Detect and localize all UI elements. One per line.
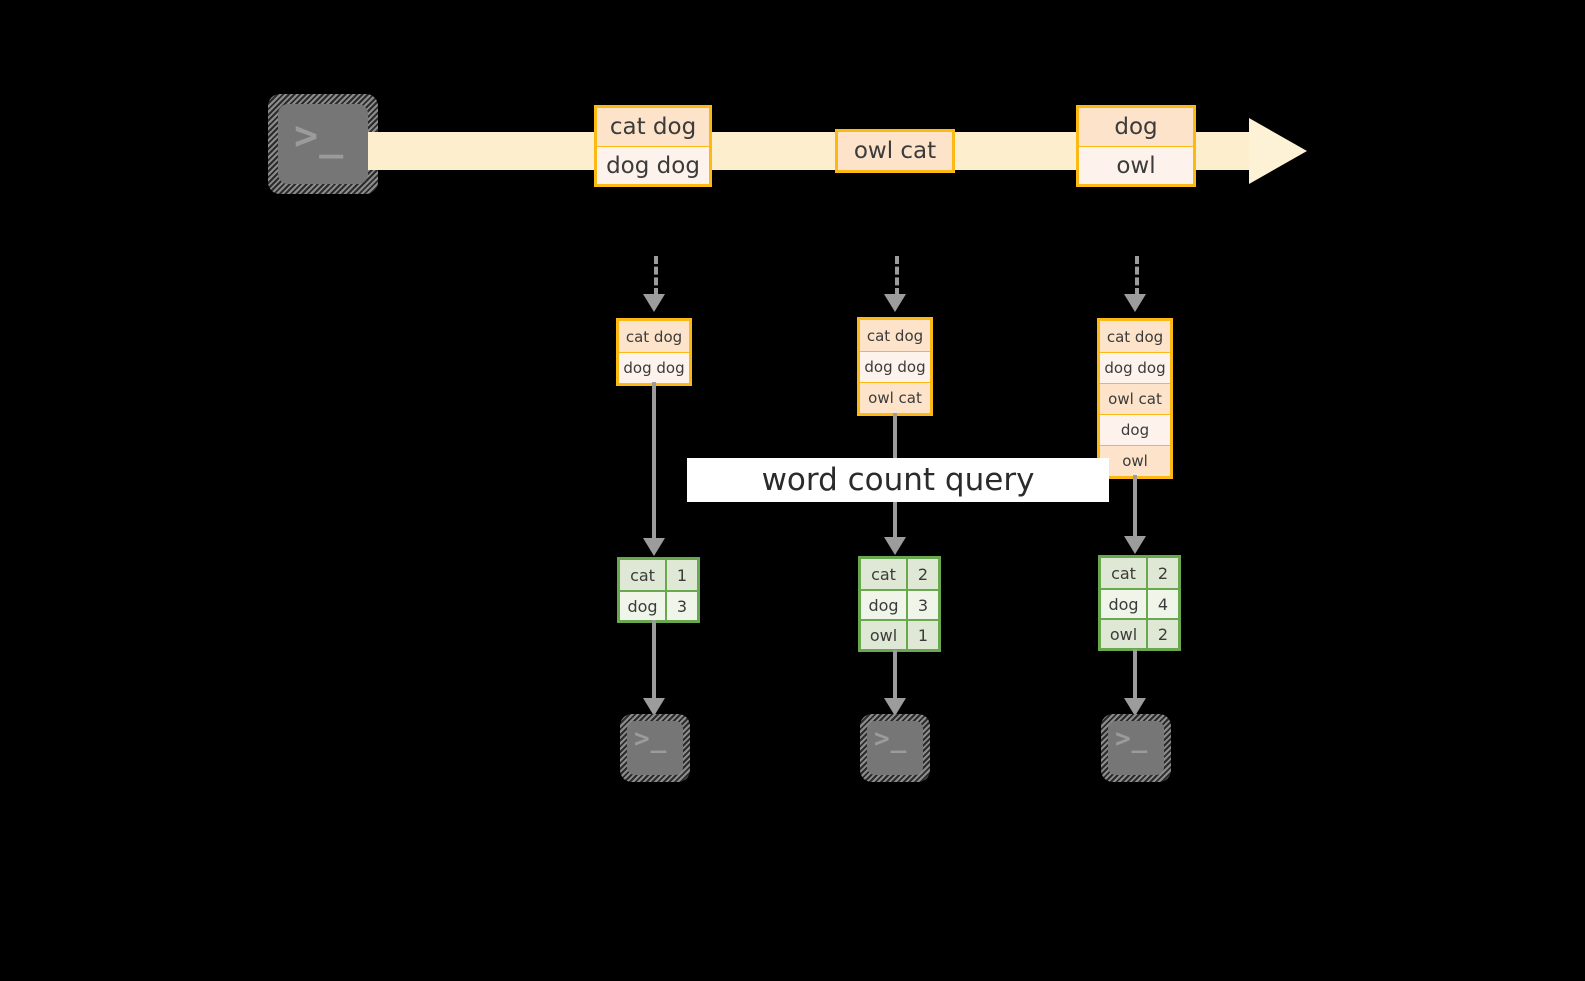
- count-cell: 3: [908, 591, 938, 619]
- state-line: cat dog: [1100, 321, 1170, 352]
- sink-terminal-icon-3[interactable]: >_: [1101, 714, 1171, 782]
- stream-arrowhead-icon: [1249, 118, 1307, 184]
- word-cell: dog: [861, 591, 908, 619]
- count-cell: 4: [1148, 590, 1178, 618]
- result-table-3[interactable]: cat 2 dog 4 owl 2: [1098, 555, 1181, 651]
- state-line: owl cat: [860, 382, 930, 413]
- count-cell: 1: [908, 621, 938, 649]
- table-row: owl 1: [861, 619, 938, 649]
- terminal-screen: [627, 721, 683, 775]
- table-row: cat 1: [620, 560, 697, 590]
- query-arrowhead-3: [1124, 536, 1146, 554]
- query-label: word count query: [761, 462, 1035, 498]
- table-row: owl 2: [1101, 618, 1178, 648]
- stream-batch-1[interactable]: cat dog dog dog: [594, 105, 712, 187]
- state-line: dog dog: [860, 351, 930, 382]
- result-table-1[interactable]: cat 1 dog 3: [617, 557, 700, 623]
- terminal-screen: [278, 104, 368, 184]
- sink-arrowhead-2: [884, 698, 906, 716]
- count-cell: 2: [1148, 620, 1178, 648]
- sink-terminal-icon-1[interactable]: >_: [620, 714, 690, 782]
- terminal-prompt-glyph: >_: [634, 724, 668, 754]
- stream-batch-line: owl cat: [838, 132, 952, 170]
- word-cell: owl: [861, 621, 908, 649]
- terminal-screen: [1108, 721, 1164, 775]
- word-cell: cat: [620, 560, 667, 590]
- table-row: cat 2: [1101, 558, 1178, 588]
- word-cell: cat: [1101, 558, 1148, 588]
- state-box-2[interactable]: cat dog dog dog owl cat: [857, 317, 933, 416]
- stream-batch-line: dog dog: [597, 146, 709, 184]
- terminal-prompt-glyph: >_: [294, 113, 345, 159]
- terminal-prompt-glyph: >_: [1115, 724, 1149, 754]
- state-box-3[interactable]: cat dog dog dog owl cat dog owl: [1097, 318, 1173, 479]
- word-cell: dog: [620, 592, 667, 620]
- table-row: dog 3: [861, 589, 938, 619]
- sink-line-1: [652, 620, 656, 705]
- state-line: cat dog: [860, 320, 930, 351]
- state-line: cat dog: [619, 321, 689, 352]
- query-line-1: [652, 382, 656, 545]
- sink-terminal-icon-2[interactable]: >_: [860, 714, 930, 782]
- batch-feed-arrowhead-1: [643, 294, 665, 312]
- sink-terminal-wrapper-3: >_: [1101, 714, 1171, 782]
- batch-feed-arrowhead-3: [1124, 294, 1146, 312]
- sink-line-2: [893, 650, 897, 705]
- stream-batch-line: cat dog: [597, 108, 709, 146]
- count-cell: 1: [667, 560, 697, 590]
- table-row: dog 4: [1101, 588, 1178, 618]
- result-table-2[interactable]: cat 2 dog 3 owl 1: [858, 556, 941, 652]
- terminal-screen: [867, 721, 923, 775]
- source-terminal-icon[interactable]: >_: [268, 94, 378, 194]
- state-line: dog dog: [1100, 352, 1170, 383]
- stream-batch-3[interactable]: dog owl: [1076, 105, 1196, 187]
- count-cell: 3: [667, 592, 697, 620]
- query-arrowhead-2: [884, 537, 906, 555]
- batch-feed-line-1: [654, 256, 658, 296]
- word-cell: cat: [861, 559, 908, 589]
- batch-feed-line-2: [895, 256, 899, 296]
- state-line: dog: [1100, 414, 1170, 445]
- stream-batch-line: owl: [1079, 146, 1193, 184]
- count-cell: 2: [908, 559, 938, 589]
- query-line-3: [1133, 475, 1137, 544]
- state-line: dog dog: [619, 352, 689, 383]
- sink-line-3: [1133, 649, 1137, 705]
- query-label-band: [687, 458, 1109, 502]
- sink-terminal-wrapper-2: >_: [860, 714, 930, 782]
- word-cell: owl: [1101, 620, 1148, 648]
- count-cell: 2: [1148, 558, 1178, 588]
- word-cell: dog: [1101, 590, 1148, 618]
- state-line: owl: [1100, 445, 1170, 476]
- sink-arrowhead-1: [643, 698, 665, 716]
- table-row: cat 2: [861, 559, 938, 589]
- state-line: owl cat: [1100, 383, 1170, 414]
- batch-feed-arrowhead-2: [884, 294, 906, 312]
- stream-batch-line: dog: [1079, 108, 1193, 146]
- terminal-prompt-glyph: >_: [874, 724, 908, 754]
- stream-batch-2[interactable]: owl cat: [835, 129, 955, 173]
- state-box-1[interactable]: cat dog dog dog: [616, 318, 692, 386]
- query-arrowhead-1: [643, 538, 665, 556]
- batch-feed-line-3: [1135, 256, 1139, 296]
- sink-arrowhead-3: [1124, 698, 1146, 716]
- table-row: dog 3: [620, 590, 697, 620]
- sink-terminal-wrapper-1: >_: [620, 714, 690, 782]
